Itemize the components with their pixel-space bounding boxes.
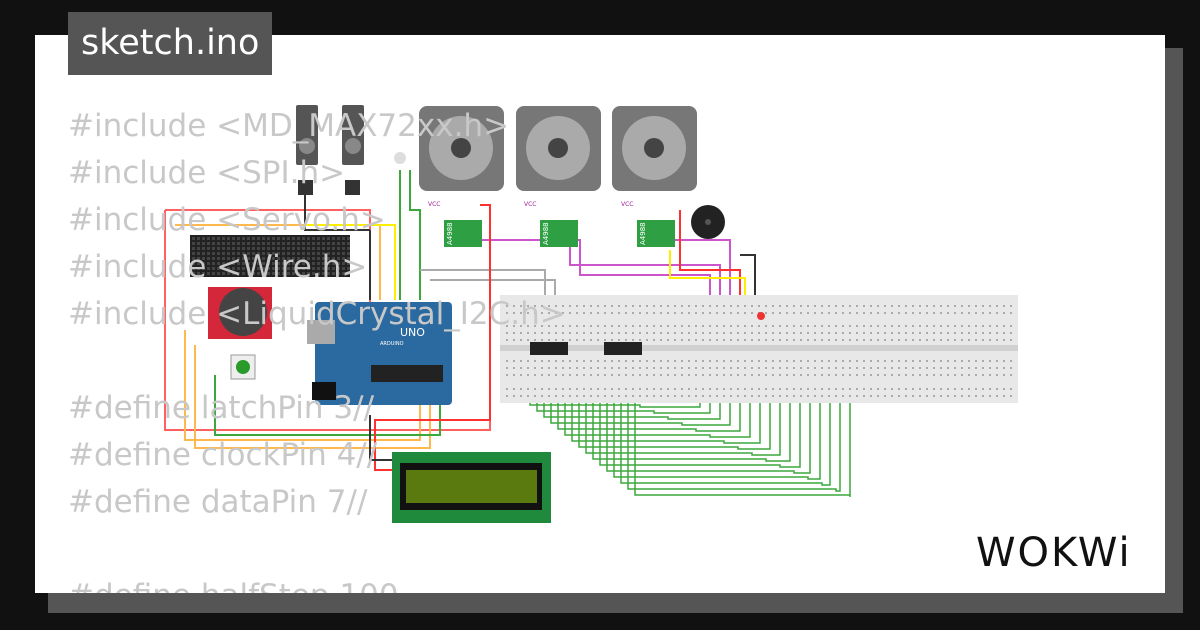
svg-text:UNO: UNO <box>400 326 425 339</box>
servo-motor <box>342 105 364 195</box>
shift-register-chip <box>604 342 642 355</box>
stepper-driver <box>637 220 675 247</box>
rgb-led <box>394 152 406 164</box>
stepper-motor <box>419 106 504 191</box>
stepper-motor <box>612 106 697 191</box>
shift-register-chip <box>530 342 568 355</box>
led-matrix <box>190 235 350 277</box>
stepper-driver <box>540 220 578 247</box>
stepper-driver <box>444 220 482 247</box>
driver-label: A4988 <box>446 222 454 245</box>
board-brand: ARDUINO <box>380 341 404 347</box>
driver-label: A4988 <box>542 222 550 245</box>
vcc-label: VCC <box>621 201 633 208</box>
vcc-label: VCC <box>524 201 536 208</box>
vcc-label: VCC <box>428 201 440 208</box>
driver-label: A4988 <box>639 222 647 245</box>
red-led <box>757 312 765 320</box>
pushbutton <box>230 354 256 380</box>
svg-text:WOKWi: WOKWi <box>976 530 1132 576</box>
file-tab[interactable]: sketch.ino <box>68 12 273 75</box>
wokwi-logo: WOKWi <box>976 530 1132 576</box>
servo-motor <box>296 105 318 195</box>
stepper-motor <box>516 106 601 191</box>
arduino-uno: UNO ARDUINO <box>307 302 452 405</box>
lcd-display <box>392 452 551 523</box>
